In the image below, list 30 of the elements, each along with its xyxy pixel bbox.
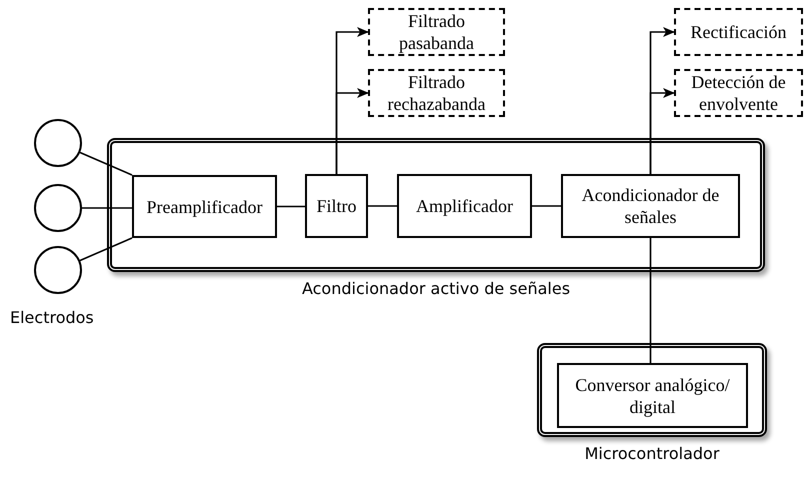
box-label: Filtro	[316, 195, 356, 217]
connector-line	[277, 206, 305, 208]
process-box	[397, 174, 532, 238]
optional-process-box	[674, 69, 803, 117]
process-box	[305, 174, 368, 238]
connector-line	[80, 152, 132, 176]
connector-line	[82, 207, 132, 209]
connector-line	[650, 238, 652, 363]
group-label: Electrodos	[10, 307, 94, 329]
connector-line	[80, 237, 132, 262]
connector-line	[368, 205, 397, 207]
box-label: Preamplificador	[146, 196, 262, 218]
process-box	[132, 175, 277, 238]
module-label: Acondicionador activo de señales	[302, 278, 570, 300]
box-label: Filtrado rechazabanda	[386, 71, 486, 115]
optional-process-box	[368, 69, 505, 117]
box-label: Rectificación	[690, 21, 786, 43]
optional-process-box	[674, 8, 803, 56]
connector-line	[532, 205, 561, 207]
arrow	[650, 88, 675, 174]
process-box	[557, 363, 748, 428]
process-box	[561, 174, 740, 238]
box-label: Detección de envolvente	[690, 71, 787, 115]
box-label: Filtrado pasabanda	[398, 10, 475, 54]
arrow	[336, 88, 369, 174]
box-label: Amplificador	[416, 195, 513, 217]
optional-process-box	[368, 8, 505, 56]
box-label: Conversor analógico/ digital	[574, 374, 731, 418]
box-label: Acondicionador de señales	[580, 184, 720, 228]
module-label: Microcontrolador	[584, 443, 720, 465]
